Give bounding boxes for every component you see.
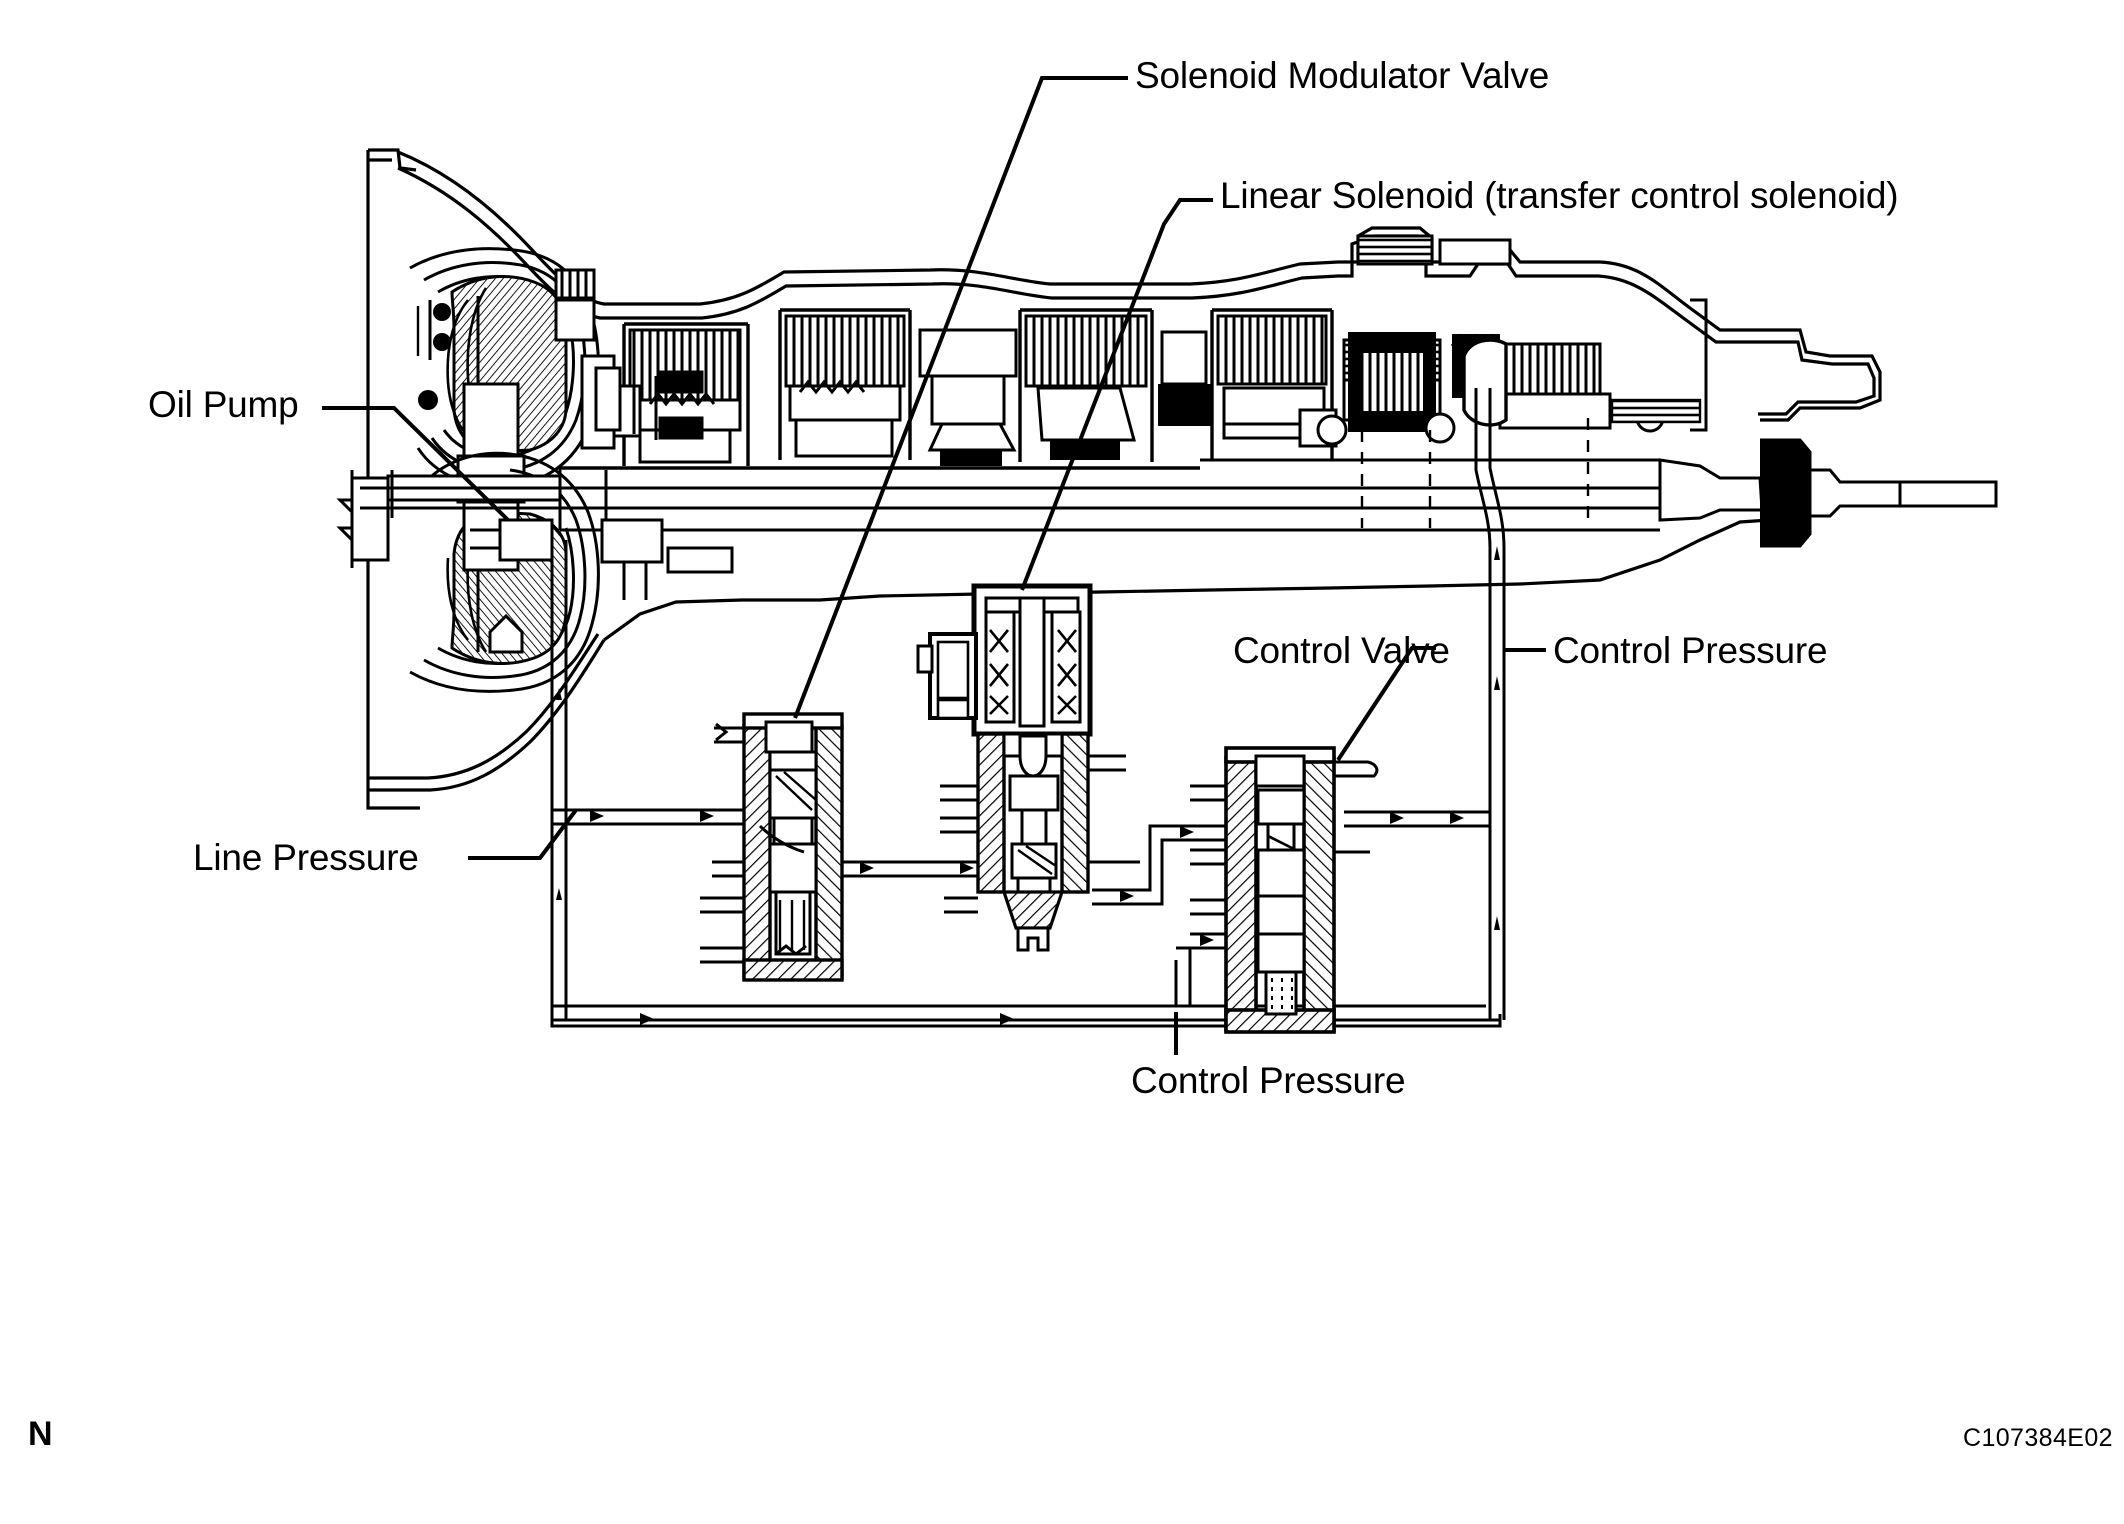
corner-letter: N: [28, 1415, 53, 1453]
control-valve: [1190, 746, 1379, 1034]
transfer-unit-right: [1298, 234, 1708, 528]
label-solenoid-modulator-valve: Solenoid Modulator Valve: [1135, 55, 1550, 96]
label-control-pressure-right: Control Pressure: [1553, 630, 1828, 671]
figure-code: C107384E02: [1963, 1424, 2113, 1452]
linear-solenoid: [916, 583, 1140, 952]
main-shaft: [336, 438, 1998, 568]
converter-blades-upper: [416, 275, 568, 480]
solenoid-modulator-valve: [700, 712, 844, 982]
label-control-valve: Control Valve: [1233, 630, 1450, 671]
label-control-pressure-bottom: Control Pressure: [1131, 1060, 1406, 1101]
leader-control-valve: [1336, 646, 1436, 762]
label-oil-pump: Oil Pump: [148, 384, 299, 425]
label-linear-solenoid: Linear Solenoid (transfer control soleno…: [1220, 175, 1899, 216]
oil-pump-assembly: [470, 268, 734, 600]
label-line-pressure: Line Pressure: [193, 837, 419, 878]
leader-linear-solenoid: [1020, 198, 1213, 591]
drawing-layer: [322, 76, 1998, 1055]
leader-oil-pump: [322, 406, 510, 522]
gear-train-assembly: [580, 308, 1502, 466]
leader-line-pressure: [468, 808, 578, 860]
hydraulic-piping: [550, 388, 1506, 1028]
callout-leaders: [322, 76, 1546, 1055]
leader-solenoid-modulator-valve: [793, 76, 1128, 719]
transmission-housing: [366, 148, 1882, 810]
